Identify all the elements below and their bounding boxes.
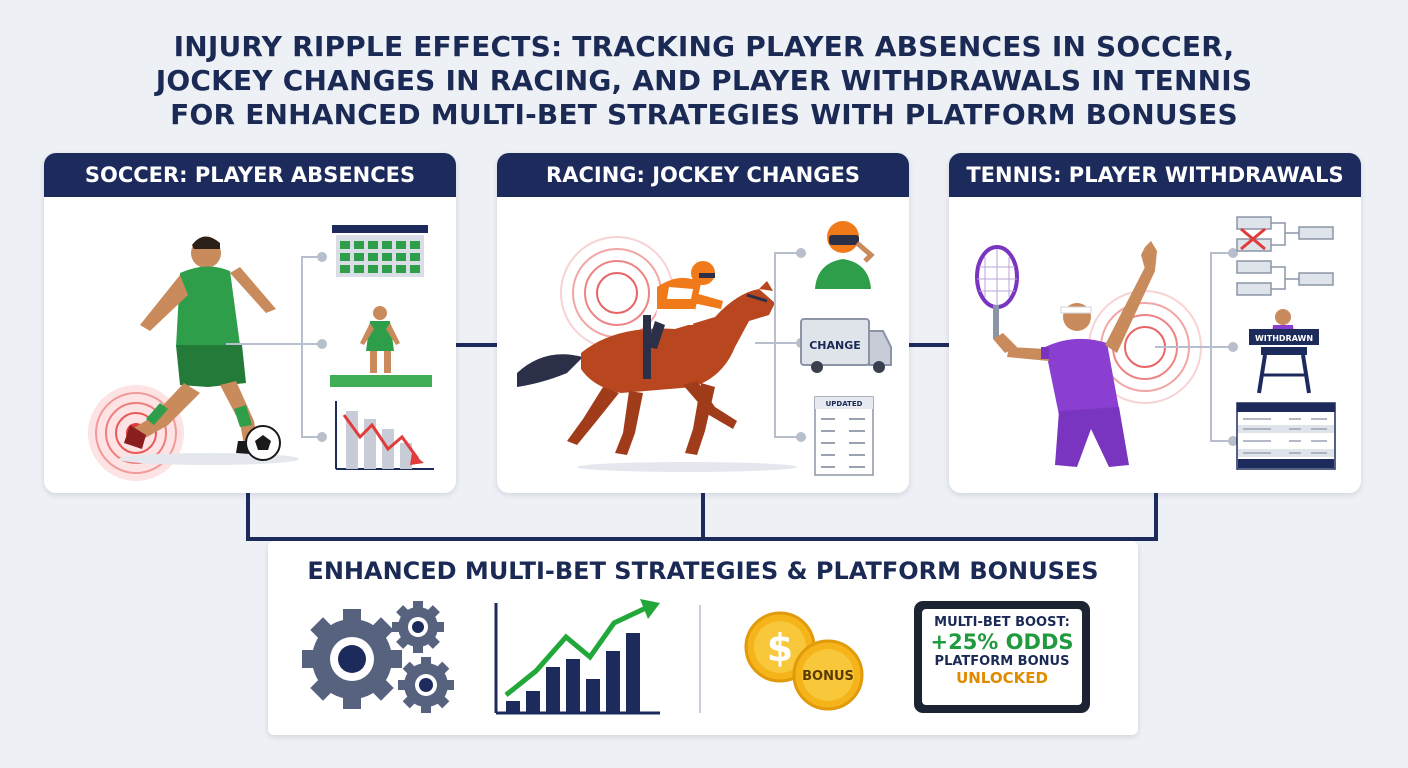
multi-bet-strategies-box: ENHANCED MULTI-BET STRATEGIES & PLATFORM… — [268, 541, 1138, 735]
soccer-tree-lines — [226, 252, 327, 442]
tennis-odds-table-icon — [1236, 402, 1336, 470]
racing-illustration: CHANGE UPDATED — [517, 221, 892, 476]
tennis-panel: TENNIS: PLAYER WITHDRAWALS — [949, 153, 1361, 493]
gears-icon — [302, 601, 454, 713]
jockey-helmet-icon — [815, 221, 875, 289]
tennis-illustration: WITHDRAWN — [975, 216, 1336, 470]
truck-icon: CHANGE — [800, 318, 892, 373]
bottom-title: ENHANCED MULTI-BET STRATEGIES & PLATFORM… — [307, 557, 1099, 585]
bench-player-icon — [330, 306, 432, 387]
truck-label: CHANGE — [809, 339, 861, 352]
soccer-panel: SOCCER: PLAYER ABSENCES — [44, 153, 456, 493]
bonus-coins-icon: $ BONUS — [744, 611, 864, 711]
tennis-tree-lines — [1155, 248, 1238, 446]
bracket-icon — [1236, 216, 1334, 296]
coin-bonus-label: BONUS — [802, 669, 854, 684]
soccer-illustration — [88, 225, 434, 481]
tablet-line-4: UNLOCKED — [956, 669, 1048, 687]
withdrawn-sign: WITHDRAWN — [1255, 334, 1313, 343]
racing-tree-lines — [755, 248, 806, 442]
odds-board-label: UPDATED — [826, 400, 863, 408]
soccer-player-icon — [119, 236, 299, 465]
tablet-line-2: +25% ODDS — [930, 630, 1074, 654]
racing-panel-header: RACING: JOCKEY CHANGES — [497, 153, 909, 197]
falling-chart-icon — [335, 401, 434, 470]
racing-panel: RACING: JOCKEY CHANGES — [497, 153, 909, 493]
jockey-horse-icon — [517, 261, 797, 472]
coin-dollar-symbol: $ — [767, 626, 793, 670]
title-line-3: FOR ENHANCED MULTI-BET STRATEGIES WITH P… — [170, 98, 1238, 131]
title-line-1: INJURY RIPPLE EFFECTS: TRACKING PLAYER A… — [173, 30, 1235, 63]
tennis-panel-header: TENNIS: PLAYER WITHDRAWALS — [949, 153, 1361, 197]
soccer-panel-header: SOCCER: PLAYER ABSENCES — [44, 153, 456, 197]
page-title: INJURY RIPPLE EFFECTS: TRACKING PLAYER A… — [0, 30, 1408, 132]
title-line-2: JOCKEY CHANGES IN RACING, AND PLAYER WIT… — [155, 64, 1253, 97]
tablet-line-3: PLATFORM BONUS — [934, 654, 1070, 669]
odds-board-icon: UPDATED — [814, 396, 874, 476]
stadium-icon — [332, 225, 428, 277]
bottom-illustration: $ BONUS — [302, 599, 864, 715]
umpire-chair-icon: WITHDRAWN — [1249, 309, 1319, 394]
tablet-line-1: MULTI-BET BOOST: — [934, 615, 1070, 630]
tablet-screen: MULTI-BET BOOST: +25% ODDS PLATFORM BONU… — [922, 609, 1082, 705]
tablet-icon: MULTI-BET BOOST: +25% ODDS PLATFORM BONU… — [914, 601, 1090, 713]
growth-chart-icon — [494, 599, 660, 715]
tennis-player-icon — [975, 241, 1157, 467]
